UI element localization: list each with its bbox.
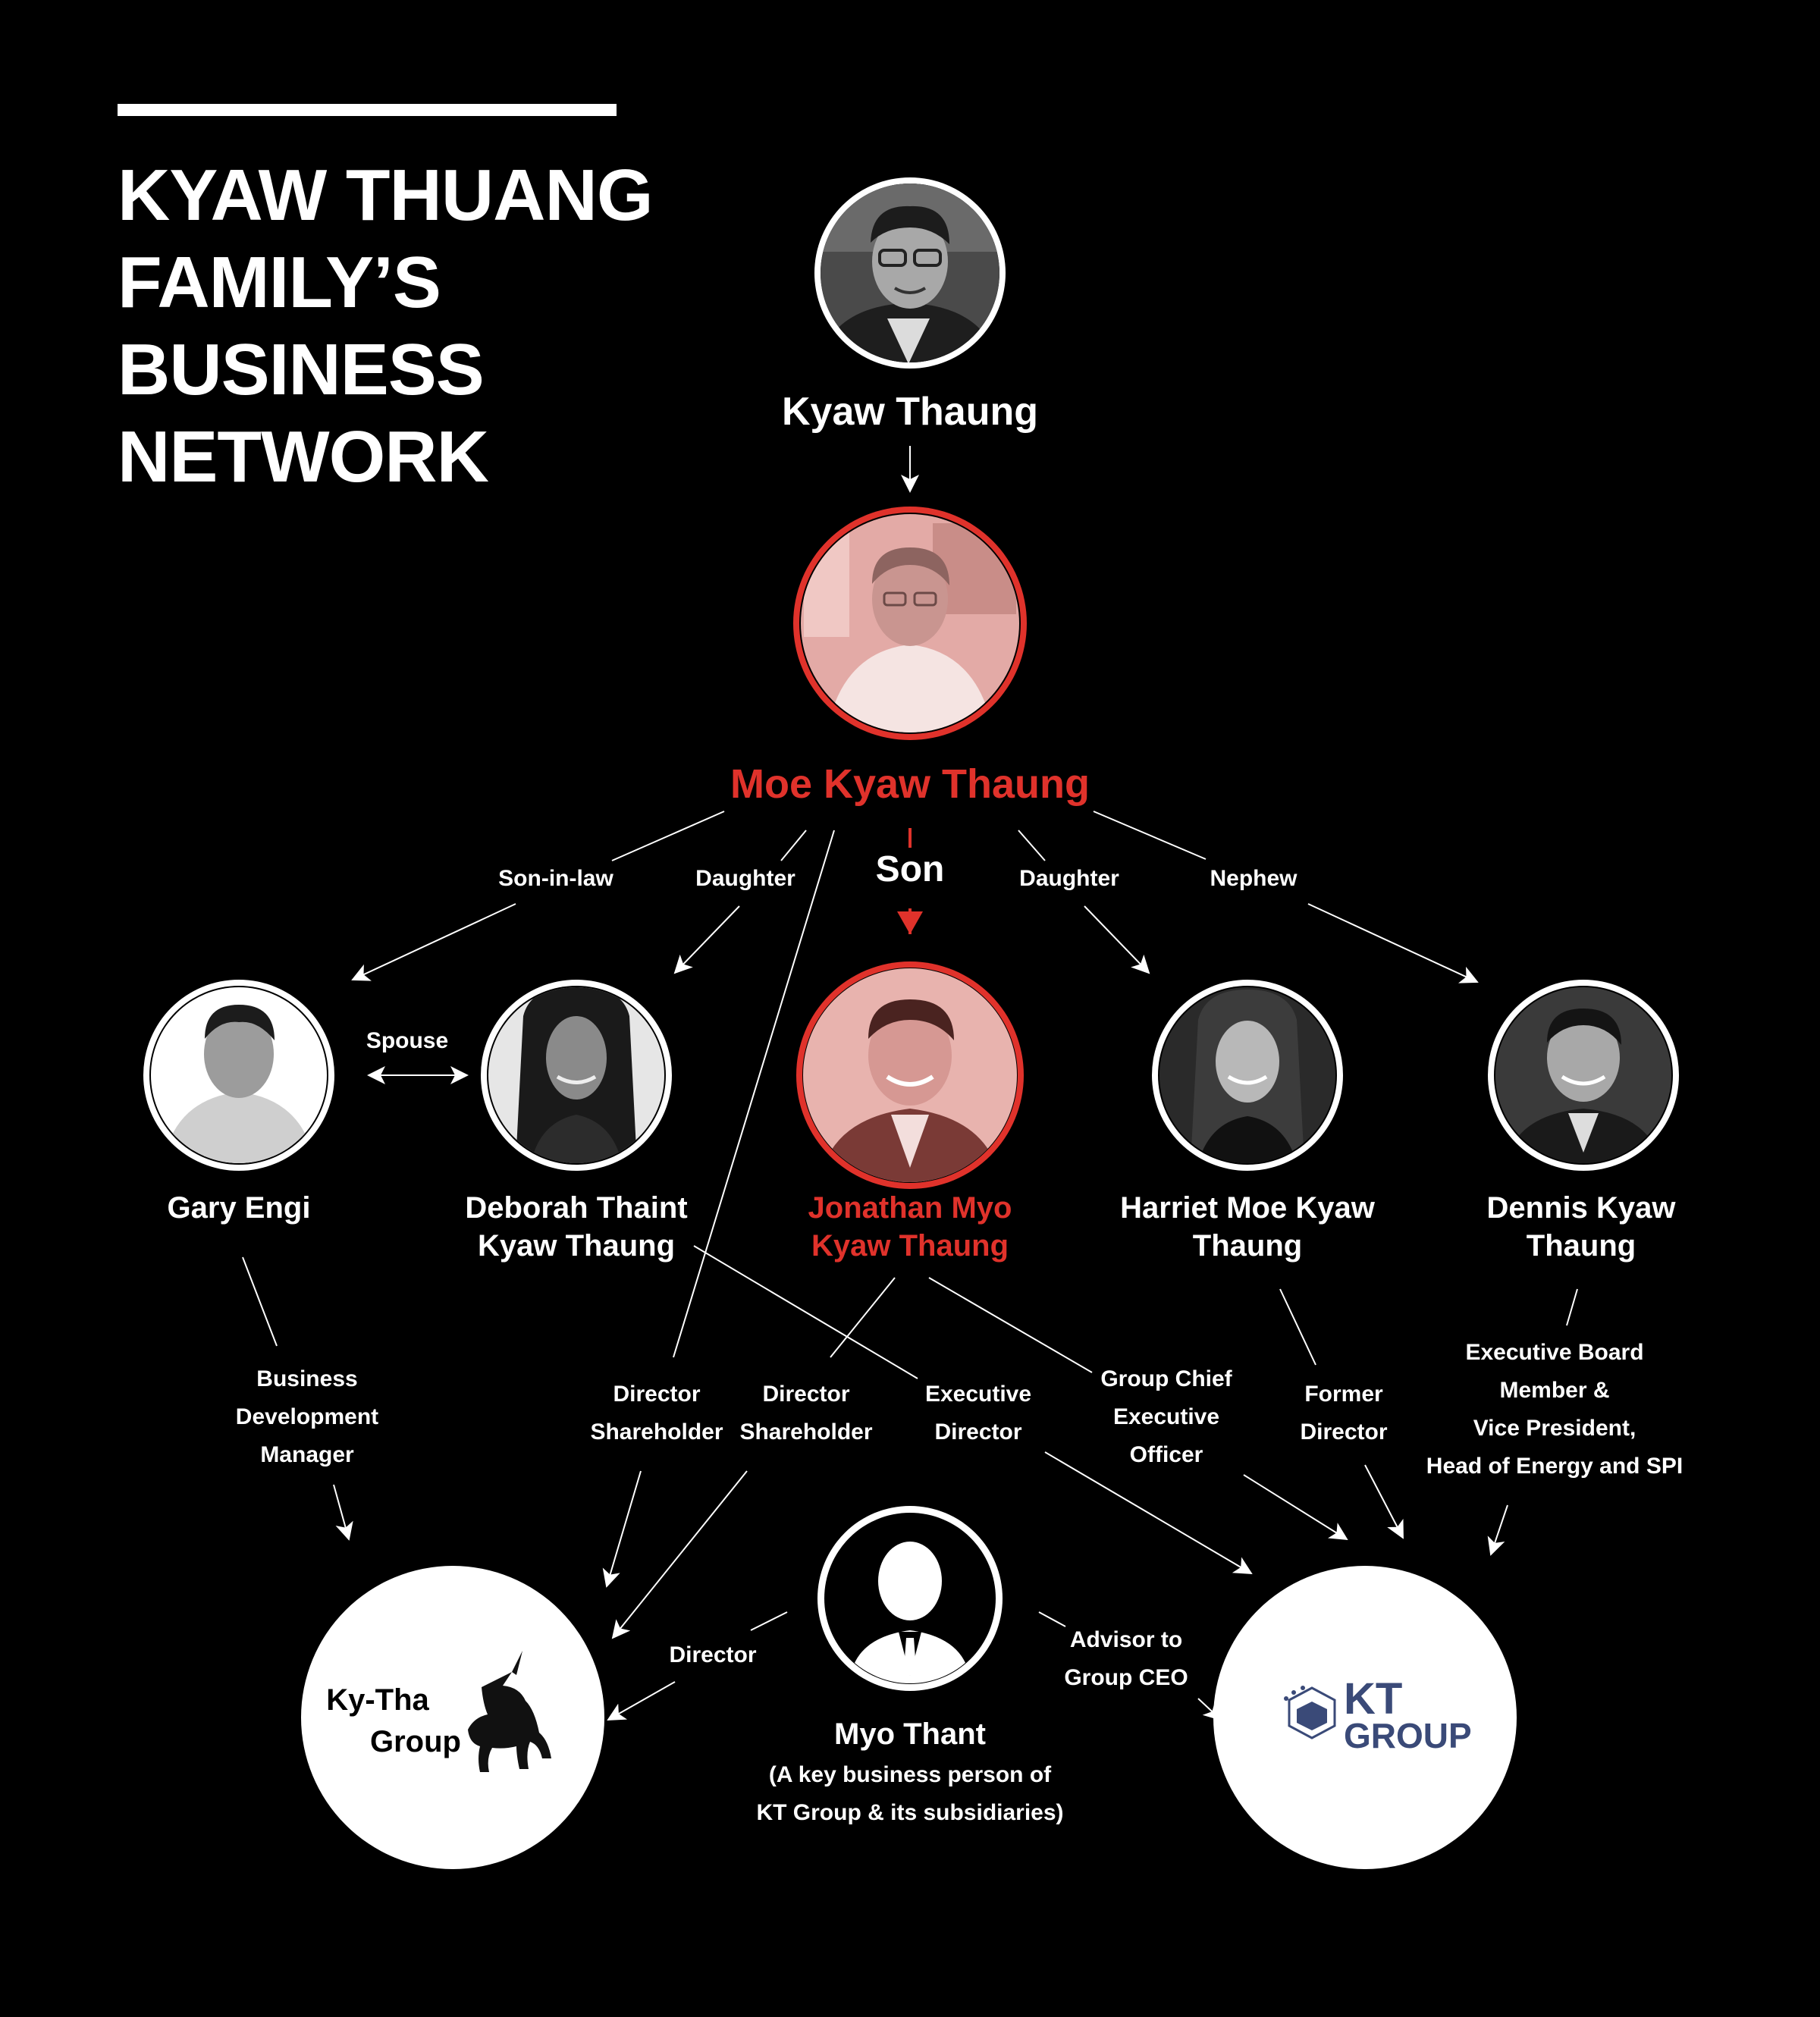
role-gary-line-3: Manager bbox=[260, 1442, 354, 1467]
role-dennis-line-3: Vice President, bbox=[1473, 1416, 1636, 1441]
title-bar bbox=[118, 104, 617, 116]
name-jonathan-line-2: Kyaw Thaung bbox=[811, 1229, 1009, 1263]
name-moe-kyaw-thaung: Moe Kyaw Thaung bbox=[730, 761, 1090, 807]
edge-nephew-lower bbox=[1307, 903, 1479, 983]
edge-harriet-lower bbox=[1364, 1464, 1404, 1539]
label-son-in-law: Son-in-law bbox=[498, 866, 613, 891]
edge-dennis-lower bbox=[1487, 1504, 1508, 1556]
kt-logo-line-2: GROUP bbox=[1344, 1716, 1472, 1755]
role-dennis-line-1: Executive Board bbox=[1465, 1340, 1643, 1365]
edge-myo-advisor-lower bbox=[1197, 1698, 1222, 1721]
kytha-logo-line-1: Ky-Tha bbox=[326, 1683, 429, 1717]
label-daughter-left: Daughter bbox=[695, 866, 795, 891]
company-kytha-group: Ky-Tha Group bbox=[301, 1566, 604, 1869]
person-kyaw-thaung bbox=[814, 177, 1006, 369]
role-gary-line-2: Development bbox=[236, 1404, 378, 1429]
person-moe-kyaw-thaung bbox=[793, 507, 1027, 740]
role-deb-exec-line-2: Director bbox=[934, 1419, 1021, 1445]
avatar bbox=[1159, 987, 1335, 1163]
avatar bbox=[801, 514, 1019, 732]
avatar bbox=[1495, 987, 1671, 1163]
label-daughter-right: Daughter bbox=[1019, 866, 1119, 891]
person-harriet bbox=[1152, 980, 1343, 1171]
role-moe-director-line-1: Director bbox=[613, 1382, 700, 1407]
edge-myo-director-upper bbox=[750, 1611, 788, 1631]
edge-jon-director-upper bbox=[830, 1277, 896, 1358]
role-harriet-line-2: Director bbox=[1300, 1419, 1387, 1445]
role-jon-ceo-line-2: Executive bbox=[1113, 1404, 1219, 1429]
person-myo-thant bbox=[817, 1506, 1003, 1691]
role-jon-ceo-line-3: Officer bbox=[1130, 1442, 1203, 1467]
title-line-3: BUSINESS bbox=[118, 329, 484, 410]
name-jonathan-line-1: Jonathan Myo bbox=[808, 1191, 1012, 1225]
person-dennis bbox=[1488, 980, 1679, 1171]
edge-myo-director-lower bbox=[607, 1681, 676, 1721]
person-jonathan bbox=[796, 961, 1024, 1189]
label-spouse: Spouse bbox=[366, 1028, 448, 1053]
avatar bbox=[488, 987, 664, 1163]
title-line-1: KYAW THUANG bbox=[118, 155, 652, 236]
kt-cube-icon bbox=[1284, 1686, 1336, 1739]
role-jon-director-line-2: Shareholder bbox=[739, 1419, 872, 1445]
name-deborah-line-2: Kyaw Thaung bbox=[478, 1229, 675, 1263]
role-dennis-line-2: Member & bbox=[1499, 1378, 1609, 1403]
edge-harriet-upper bbox=[1279, 1288, 1316, 1366]
edge-moe-director-upper bbox=[673, 830, 835, 1358]
name-harriet-line-1: Harriet Moe Kyaw bbox=[1120, 1191, 1376, 1225]
note-myo-thant-line-2: KT Group & its subsidiaries) bbox=[756, 1800, 1063, 1825]
person-deborah bbox=[481, 980, 672, 1171]
name-deborah-line-1: Deborah Thaint bbox=[465, 1191, 687, 1225]
kytha-logo-line-2: Group bbox=[370, 1725, 461, 1758]
avatar bbox=[151, 987, 327, 1163]
name-harriet-line-2: Thaung bbox=[1193, 1229, 1302, 1263]
unicorn-icon bbox=[468, 1651, 551, 1772]
role-myo-director: Director bbox=[669, 1642, 756, 1667]
person-silhouette-icon bbox=[849, 1542, 971, 1683]
person-gary-engi bbox=[143, 980, 334, 1171]
edge-jon-director-lower bbox=[611, 1470, 748, 1639]
title-line-2: FAMILY’S bbox=[118, 242, 441, 323]
note-myo-thant-line-1: (A key business person of bbox=[769, 1762, 1052, 1787]
role-harriet-line-1: Former bbox=[1304, 1382, 1383, 1407]
edge-daughter-left-upper bbox=[780, 830, 807, 861]
name-myo-thant: Myo Thant bbox=[834, 1717, 986, 1751]
role-myo-advisor-line-1: Advisor to bbox=[1070, 1627, 1182, 1652]
edge-nephew-upper bbox=[1093, 811, 1207, 860]
edge-dennis-upper bbox=[1566, 1288, 1578, 1326]
edge-gary-role-upper bbox=[242, 1256, 278, 1347]
title-line-4: NETWORK bbox=[118, 416, 489, 497]
role-deb-exec-line-1: Executive bbox=[925, 1382, 1031, 1407]
name-gary-engi: Gary Engi bbox=[168, 1191, 311, 1225]
edge-jon-ceo-lower bbox=[1243, 1474, 1348, 1541]
avatar bbox=[803, 968, 1017, 1182]
edge-deb-exec-upper bbox=[693, 1245, 918, 1379]
role-myo-advisor-line-2: Group CEO bbox=[1064, 1665, 1188, 1690]
kt-logo-line-1: KT bbox=[1344, 1674, 1402, 1724]
role-jon-director-line-1: Director bbox=[762, 1382, 849, 1407]
edge-moe-director-lower bbox=[602, 1470, 642, 1588]
edge-son-in-law-lower bbox=[351, 903, 516, 981]
edge-gary-role-lower bbox=[333, 1484, 353, 1541]
edge-jon-ceo-upper bbox=[928, 1277, 1093, 1373]
edge-daughter-right-lower bbox=[1084, 905, 1150, 974]
edge-daughter-right-upper bbox=[1018, 830, 1046, 861]
role-jon-ceo-line-1: Group Chief bbox=[1100, 1366, 1232, 1391]
company-kt-group: KT GROUP bbox=[1213, 1566, 1517, 1869]
role-gary-line-1: Business bbox=[256, 1366, 357, 1391]
edge-daughter-left-lower bbox=[673, 905, 740, 974]
avatar bbox=[821, 184, 999, 362]
edge-myo-advisor-upper bbox=[1038, 1611, 1066, 1627]
name-dennis-line-2: Thaung bbox=[1527, 1229, 1636, 1263]
edge-deb-exec-lower bbox=[1044, 1451, 1253, 1575]
edge-son-in-law-upper bbox=[611, 811, 725, 861]
name-kyaw-thaung: Kyaw Thaung bbox=[782, 390, 1038, 434]
name-dennis-line-1: Dennis Kyaw bbox=[1487, 1191, 1677, 1225]
role-moe-director-line-2: Shareholder bbox=[590, 1419, 723, 1445]
label-son: Son bbox=[876, 849, 945, 889]
label-nephew: Nephew bbox=[1210, 866, 1298, 891]
role-dennis-line-4: Head of Energy and SPI bbox=[1426, 1454, 1683, 1479]
